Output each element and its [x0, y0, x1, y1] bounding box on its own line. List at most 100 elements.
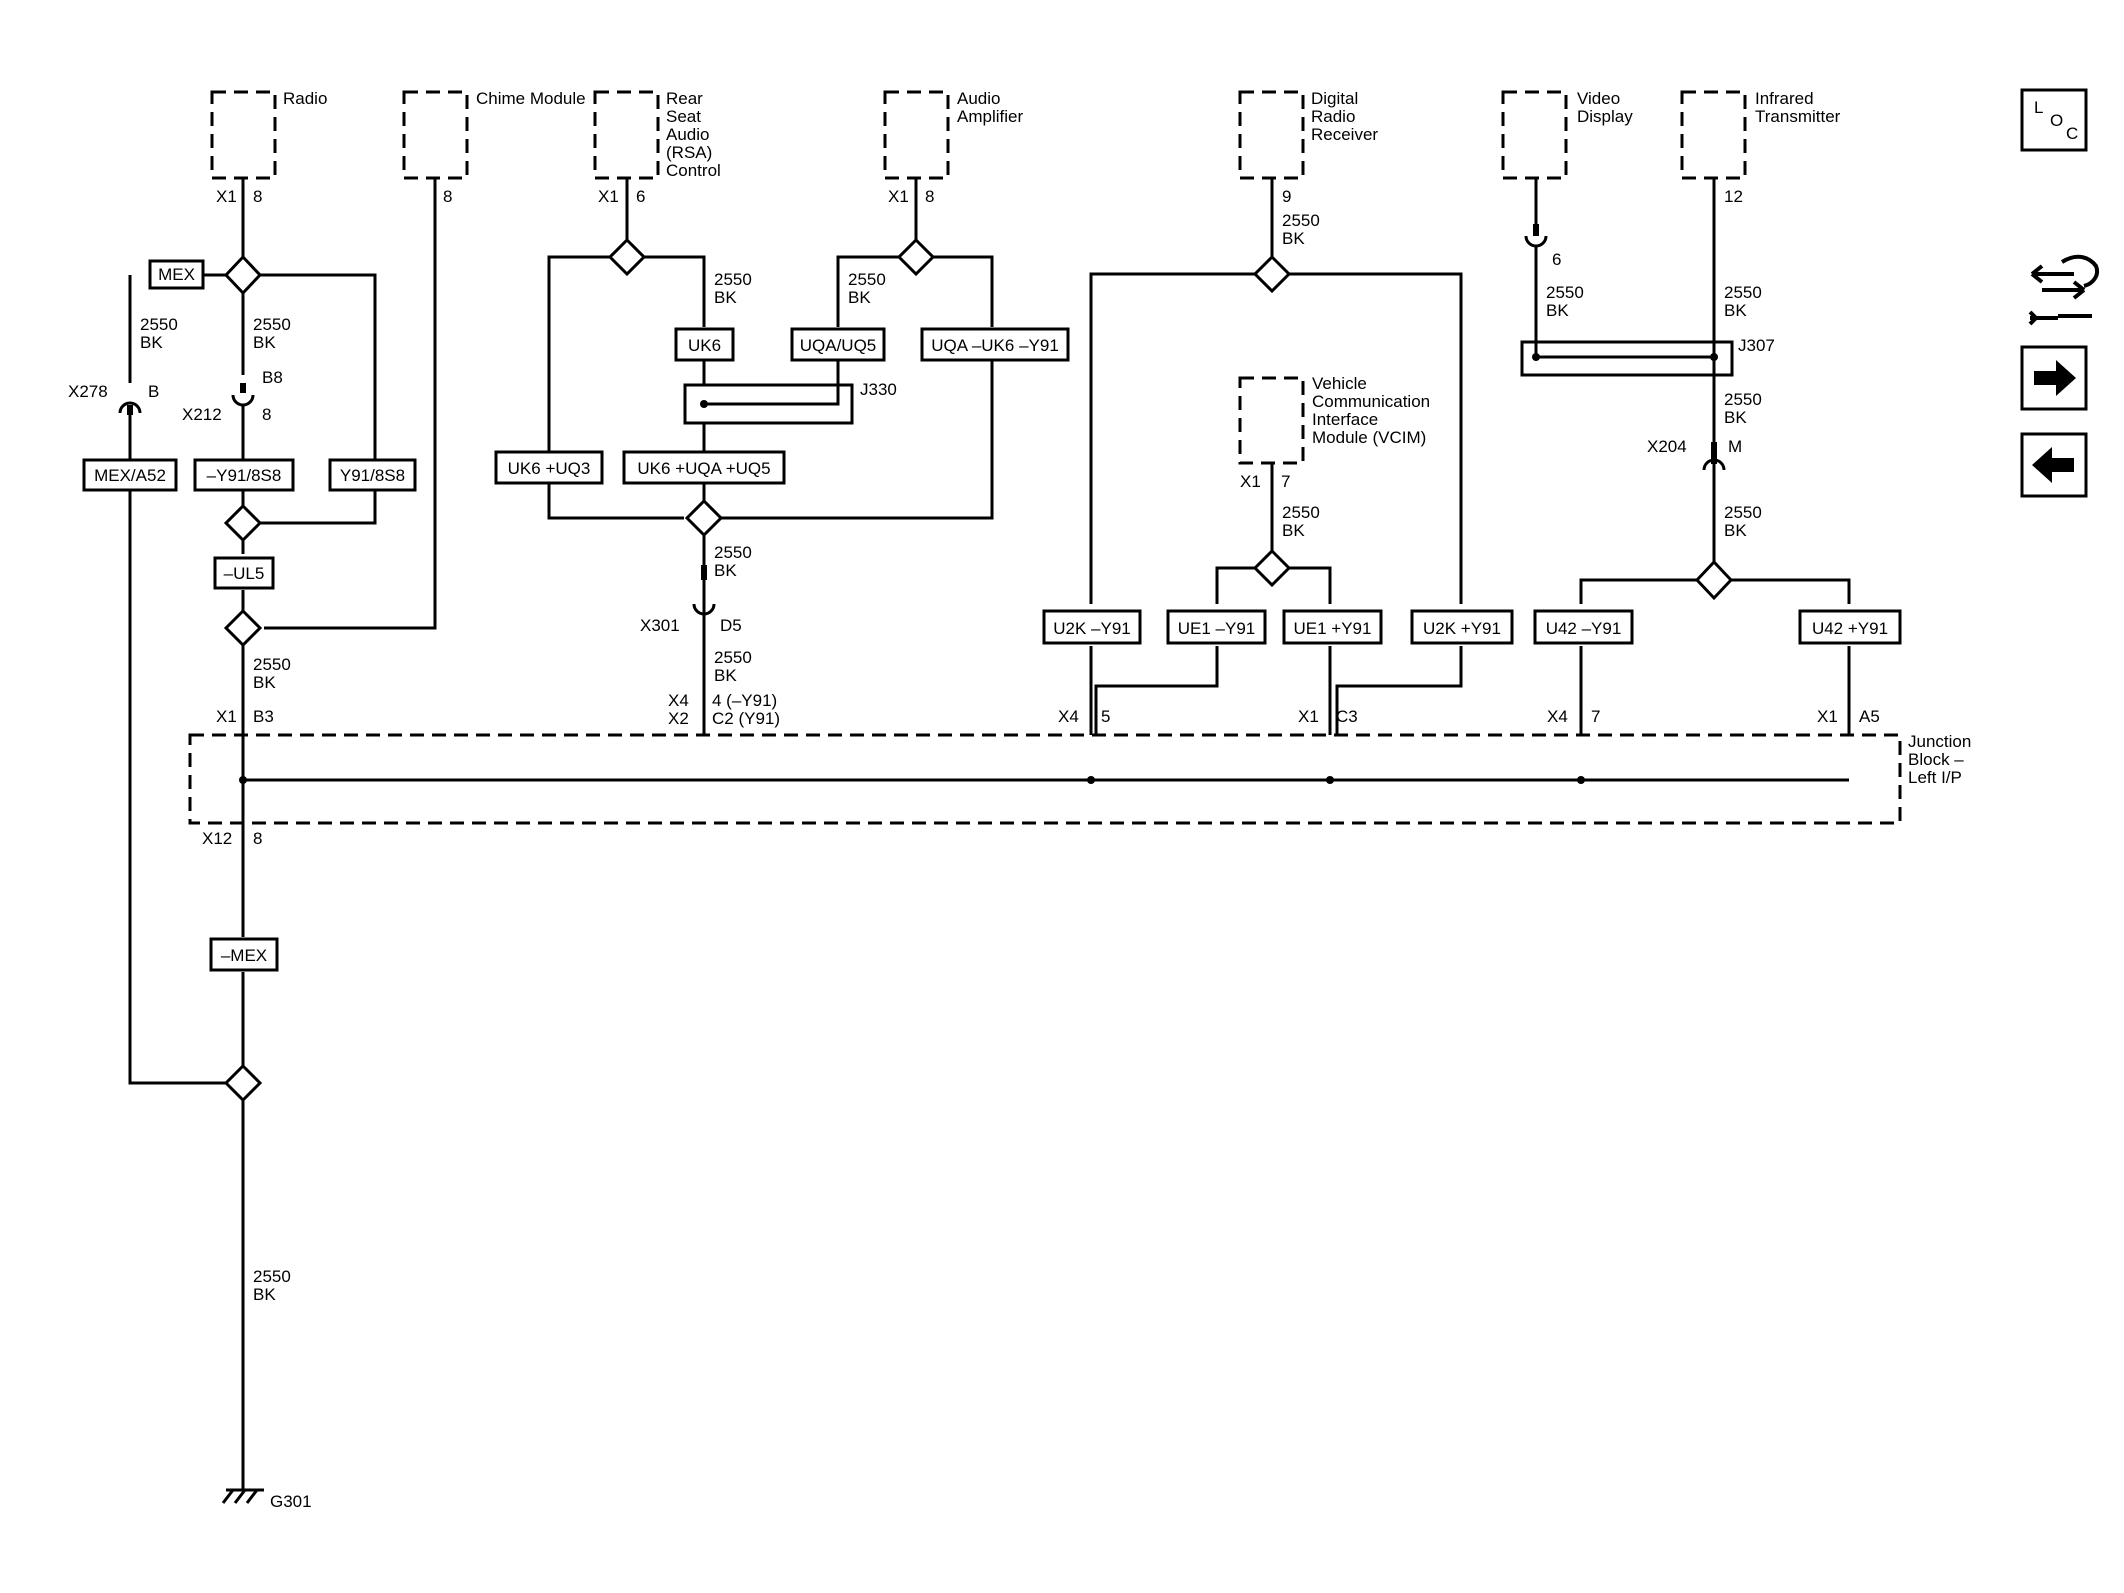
svg-text:Radio: Radio: [1311, 107, 1355, 126]
connector-x278: [118, 401, 142, 414]
svg-text:–UL5: –UL5: [224, 564, 265, 583]
svg-text:O: O: [2050, 111, 2063, 130]
option-box-y91-8s8-neg: –Y91/8S8: [193, 458, 295, 492]
svg-text:2550: 2550: [1724, 503, 1762, 522]
vcim-housing: [1238, 376, 1305, 465]
connector-label: X204: [1647, 437, 1687, 456]
splice-pack-label: J330: [860, 380, 897, 399]
svg-text:Interface: Interface: [1312, 410, 1378, 429]
pin-label: M: [1728, 437, 1742, 456]
connector-label: X12: [202, 829, 232, 848]
svg-text:U42 –Y91: U42 –Y91: [1546, 619, 1622, 638]
label-radio: Radio: [283, 89, 327, 108]
option-box-ue1-neg: UE1 –Y91: [1166, 609, 1267, 645]
svg-text:BK: BK: [1724, 301, 1747, 320]
svg-text:L: L: [2034, 98, 2043, 117]
svg-text:2550: 2550: [140, 315, 178, 334]
digital-radio-receiver-housing: [1238, 90, 1305, 180]
pin-label: B8: [262, 368, 283, 387]
svg-text:Infrared: Infrared: [1755, 89, 1814, 108]
connector-view-icon[interactable]: [2028, 254, 2099, 326]
connector-label: X4: [1058, 707, 1079, 726]
connector-label: X1: [1817, 707, 1838, 726]
svg-text:BK: BK: [1282, 229, 1305, 248]
svg-text:Block –: Block –: [1908, 750, 1964, 769]
svg-text:U2K +Y91: U2K +Y91: [1423, 619, 1501, 638]
video-display-housing: [1501, 90, 1568, 180]
svg-text:2550: 2550: [1282, 503, 1320, 522]
svg-text:Audio: Audio: [666, 125, 709, 144]
pin-label: B3: [253, 707, 274, 726]
svg-text:BK: BK: [140, 333, 163, 352]
svg-text:2550: 2550: [1546, 283, 1584, 302]
svg-text:2550: 2550: [1282, 211, 1320, 230]
svg-text:UE1 +Y91: UE1 +Y91: [1294, 619, 1372, 638]
splice: [223, 254, 263, 296]
option-box-u42-pos: U42 +Y91: [1798, 609, 1902, 645]
ground-label: G301: [270, 1492, 312, 1511]
next-page-icon[interactable]: [2020, 345, 2088, 411]
svg-text:MEX/A52: MEX/A52: [94, 466, 166, 485]
previous-page-icon[interactable]: [2020, 432, 2088, 498]
svg-text:2550: 2550: [714, 543, 752, 562]
connector-label: X4: [668, 691, 689, 710]
svg-text:BK: BK: [1282, 521, 1305, 540]
svg-text:Y91/8S8: Y91/8S8: [340, 466, 405, 485]
pin-label: 4 (–Y91): [712, 691, 777, 710]
label-chime-module: Chime Module: [476, 89, 586, 108]
pin-label: 7: [1591, 707, 1600, 726]
pin-label: 5: [1101, 707, 1110, 726]
option-box-uqa-uq5: UQA/UQ5: [790, 327, 886, 362]
label-digital-radio-receiver: Digital Radio Receiver: [1311, 89, 1378, 144]
splice-pack-label: J307: [1738, 336, 1775, 355]
svg-text:Audio: Audio: [957, 89, 1000, 108]
infrared-transmitter-housing: [1680, 90, 1747, 180]
label-audio-amplifier: Audio Amplifier: [957, 89, 1023, 126]
svg-text:2550: 2550: [714, 270, 752, 289]
label-rsa-control: Rear Seat Audio (RSA) Control: [666, 89, 721, 180]
pin-label: A5: [1859, 707, 1880, 726]
svg-text:C: C: [2066, 124, 2078, 143]
svg-text:Communication: Communication: [1312, 392, 1430, 411]
svg-text:UQA/UQ5: UQA/UQ5: [800, 336, 877, 355]
svg-text:BK: BK: [714, 288, 737, 307]
splice: [684, 498, 724, 538]
svg-text:UK6: UK6: [688, 336, 721, 355]
svg-text:Junction: Junction: [1908, 732, 1971, 751]
component-locator-icon[interactable]: L O C: [2020, 88, 2088, 152]
option-box-uqa-uk6-y91: UQA –UK6 –Y91: [920, 327, 1070, 362]
pin-label: B: [148, 382, 159, 401]
svg-text:Digital: Digital: [1311, 89, 1358, 108]
label-infrared-transmitter: Infrared Transmitter: [1755, 89, 1841, 126]
svg-text:UK6 +UQA +UQ5: UK6 +UQA +UQ5: [637, 459, 770, 478]
svg-text:BK: BK: [1724, 408, 1747, 427]
option-box-u42-neg: U42 –Y91: [1533, 609, 1634, 645]
splice: [1252, 254, 1292, 294]
svg-text:BK: BK: [714, 561, 737, 580]
connector-label: X301: [640, 616, 680, 635]
svg-text:Vehicle: Vehicle: [1312, 374, 1367, 393]
option-box-mex: MEX: [148, 259, 205, 290]
svg-text:Rear: Rear: [666, 89, 703, 108]
svg-text:2550: 2550: [714, 648, 752, 667]
connector-label: X1: [888, 187, 909, 206]
svg-text:–Y91/8S8: –Y91/8S8: [207, 466, 282, 485]
svg-text:BK: BK: [253, 673, 276, 692]
chime-module-housing: [402, 90, 469, 180]
splice: [223, 1063, 263, 1103]
svg-text:(RSA): (RSA): [666, 143, 712, 162]
svg-text:Control: Control: [666, 161, 721, 180]
pin-label: 8: [443, 187, 452, 206]
pin-label: 6: [1552, 250, 1561, 269]
rsa-control-housing: [593, 90, 660, 180]
splice: [607, 237, 647, 277]
splice-pack-j307: [1520, 340, 1734, 377]
splice: [223, 608, 263, 648]
label-junction-block: Junction Block – Left I/P: [1908, 732, 1971, 787]
